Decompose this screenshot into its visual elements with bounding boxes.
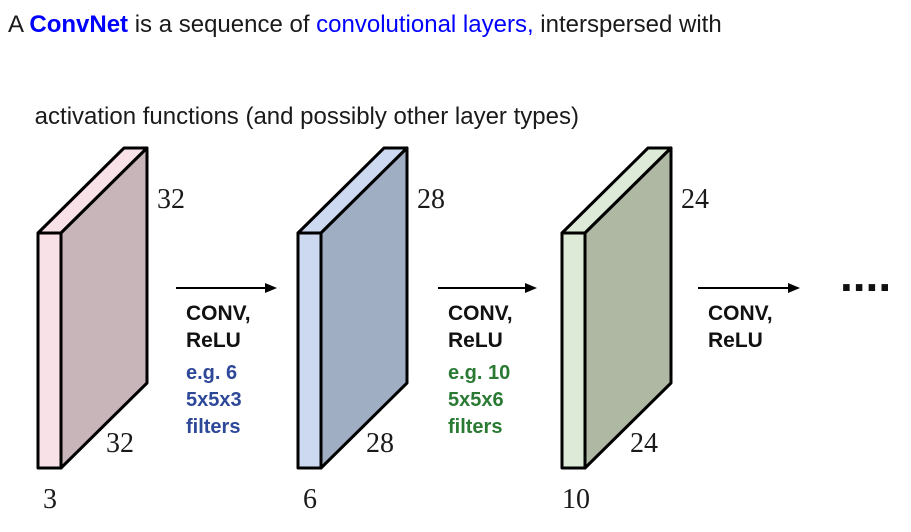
slab1-height-label: 32 (157, 184, 185, 215)
title-suffix: interspersed with (533, 11, 722, 38)
slab2-height-label: 28 (417, 184, 445, 215)
arrow2-head-icon (525, 283, 537, 293)
conv-arrow-2: CONV, ReLU e.g. 10 5x5x6 filters (438, 283, 537, 438)
title-prefix: A (8, 11, 30, 38)
title-line2: activation functions (and possibly other… (34, 103, 579, 130)
slab3-depth-label: 10 (562, 484, 590, 515)
arrow1-op-line2: ReLU (186, 329, 241, 352)
continuation-ellipsis: .... (840, 249, 891, 301)
arrow2-op-line2: ReLU (448, 329, 503, 352)
arrow1-filter-line3: filters (186, 416, 240, 438)
slab3-height-label: 24 (681, 184, 709, 215)
layer-slab-2: 28 28 6 (296, 146, 445, 515)
slab2-front-face (296, 231, 323, 470)
slab3-width-label: 24 (630, 428, 658, 459)
arrow2-filter-line2: 5x5x6 (448, 389, 504, 411)
arrow3-head-icon (788, 283, 800, 293)
arrow3-op-line2: ReLU (708, 329, 763, 352)
slab2-depth-label: 6 (303, 484, 317, 515)
title-middle: is a sequence of (128, 11, 317, 38)
slab1-width-label: 32 (106, 428, 134, 459)
arrow2-filter-line1: e.g. 10 (448, 362, 510, 384)
arrow2-op-line1: CONV, (448, 302, 513, 325)
title-conv-layers-link: convolutional layers, (316, 11, 534, 38)
slab1-front-face (36, 231, 63, 470)
slab1-depth-label: 3 (43, 484, 57, 515)
conv-arrow-3: CONV, ReLU (698, 283, 800, 352)
slide-title: A ConvNet is a sequence of convolutional… (8, 2, 898, 186)
arrow1-filter-line2: 5x5x3 (186, 389, 242, 411)
slab3-front-face (560, 231, 587, 470)
arrow3-op-line1: CONV, (708, 302, 773, 325)
arrow1-filter-line1: e.g. 6 (186, 362, 237, 384)
title-convnet: ConvNet (29, 11, 129, 38)
slab2-width-label: 28 (366, 428, 394, 459)
conv-arrow-1: CONV, ReLU e.g. 6 5x5x3 filters (176, 283, 277, 438)
arrow2-filter-line3: filters (448, 416, 502, 438)
layer-slab-3: 24 24 10 (560, 146, 709, 515)
arrow1-head-icon (265, 283, 277, 293)
layer-slab-1: 32 32 3 (36, 146, 185, 515)
arrow1-op-line1: CONV, (186, 302, 251, 325)
